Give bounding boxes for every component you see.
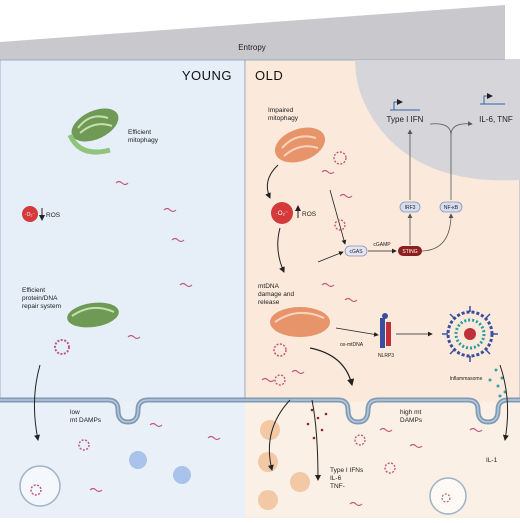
old-cell-1 — [260, 420, 280, 440]
nucleus-region — [355, 60, 520, 181]
ros-to-damage-arrow — [277, 227, 285, 273]
nfkb-label: NF-κB — [444, 205, 459, 211]
old-cell-3 — [258, 490, 278, 510]
impaired-mitophagy-label-2: mitophagy — [268, 115, 299, 122]
low-damps-label-2: mt DAMPs — [70, 417, 102, 424]
young-o2-symbol: ·O₂⁻ — [25, 212, 35, 218]
young-release-arrow — [33, 364, 41, 441]
sting-label: STING — [402, 249, 417, 255]
mito-to-cgas-arrow — [329, 189, 347, 245]
young-mitophagy-mitochondrion — [67, 108, 119, 155]
type1-ifn-top-label: Type I IFN — [387, 115, 424, 124]
cgamp-label: cGAMP — [373, 242, 391, 248]
impaired-mitophagy-label-1: Impaired — [268, 107, 294, 114]
cgas-badge — [344, 245, 368, 257]
old-title: OLD — [255, 68, 283, 83]
il6-tnf-label: IL-6, TNF — [479, 115, 513, 124]
il1-particles — [488, 368, 507, 398]
young-dna-fragments — [89, 180, 221, 493]
cytokine-arrow-2 — [311, 399, 321, 481]
old-cell-4 — [290, 472, 310, 492]
il1-release-arrow — [499, 364, 509, 441]
cytokine-arrow-1 — [267, 399, 291, 471]
old-extracellular — [245, 402, 520, 518]
sting-badge — [398, 246, 422, 256]
nlrp3-label: NLRP3 — [378, 353, 394, 359]
old-mtdna-circle — [273, 343, 287, 357]
old-macrophage — [429, 477, 467, 515]
low-damps-label-1: low — [70, 409, 80, 416]
irf3-label: IRF3 — [405, 205, 416, 211]
repair-label-2: protein/DNA — [22, 295, 58, 302]
irf3-badge — [399, 201, 421, 213]
ifn-gene-icon — [390, 99, 420, 111]
cytokine-dots — [306, 408, 328, 440]
young-ros-icon — [22, 206, 38, 222]
mitophagy-to-ros-arrow — [265, 164, 279, 199]
entropy-wedge — [0, 5, 505, 60]
il6-gene-icon — [480, 93, 505, 105]
old-ros-icon — [271, 202, 293, 224]
repair-label-3: repair system — [22, 303, 61, 310]
ox-mtdna-arrow — [335, 327, 379, 337]
young-cell-1 — [129, 451, 147, 469]
cytokines-label-1: Type I IFNs — [330, 467, 364, 474]
inflammasome-icon — [442, 306, 498, 362]
ox-mtdna-label: ox-mtDNA — [340, 342, 364, 348]
repair-label-1: Efficient — [22, 287, 45, 294]
old-mtdna-circles — [274, 151, 396, 474]
young-title: YOUNG — [182, 68, 232, 83]
entropy-label: Entropy — [238, 43, 266, 52]
nfkb-to-genes-arrow — [429, 124, 472, 200]
high-damps-label-2: DAMPs — [400, 417, 423, 424]
inflammasome-label: Inflammasome — [450, 376, 483, 382]
nfkb-badge — [439, 201, 463, 213]
mtdna-label-3: release — [258, 299, 280, 306]
young-mtdna-circle — [54, 339, 70, 355]
efficient-mitophagy-label: Efficient — [128, 129, 151, 136]
old-impaired-mitochondrion — [274, 127, 326, 163]
high-damps-label-1: high mt — [400, 409, 422, 416]
efficient-mitophagy-label-2: mitophagy — [128, 137, 159, 144]
old-cell-2 — [258, 452, 278, 472]
cgas-label: cGAS — [349, 249, 363, 255]
cytokines-label-2: IL-6 — [330, 475, 342, 482]
young-ros-label: ROS — [46, 212, 61, 219]
il1-label: IL-1 — [486, 457, 498, 464]
mtdna-label-1: mtDNA — [258, 283, 280, 290]
ros-to-cgas-arrow — [317, 251, 344, 263]
young-repair-mitochondrion — [67, 302, 119, 328]
old-release-arrow — [309, 347, 355, 387]
old-damaged-mitochondrion — [270, 307, 330, 337]
mtdna-label-2: damage and — [258, 291, 295, 298]
old-o2-symbol: ·O₂⁻ — [276, 211, 288, 217]
young-cell-2 — [173, 466, 191, 484]
young-macrophage — [19, 465, 61, 507]
sting-to-nfkb-arrow — [421, 213, 454, 252]
nlrp3-icon — [380, 313, 391, 348]
cytokines-label-3: TNF- — [330, 483, 345, 490]
old-dna-fragments — [261, 169, 483, 507]
old-ros-label: ROS — [302, 211, 317, 218]
